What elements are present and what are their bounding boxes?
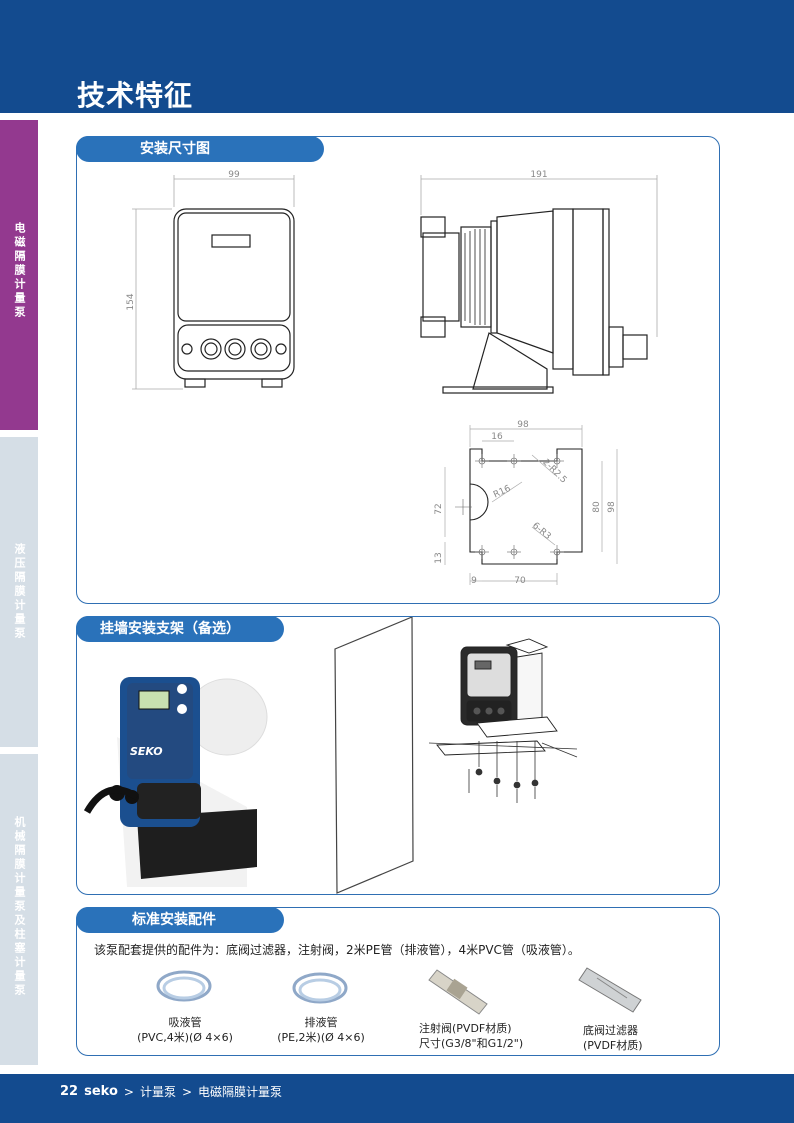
breadcrumb-pumps[interactable]: 计量泵 (139, 1085, 176, 1099)
accessory-injection-valve: 注射阀(PVDF材质) 尺寸(G3/8"和G1/2") (419, 1022, 524, 1050)
wall-bracket-illustration: SEKO (83, 617, 578, 894)
dimension-drawing: 99 154 191 9 (126, 170, 658, 586)
dim-front-height: 154 (126, 293, 136, 310)
dim-bracket-72: 72 (434, 503, 444, 514)
dim-bracket-98: 98 (517, 420, 529, 430)
breadcrumb-separator: > (123, 1084, 134, 1099)
footer-bar (0, 1074, 794, 1123)
foot-valve-filter-image (578, 967, 642, 1013)
dim-bracket-r16: R16 (492, 484, 513, 501)
accessories-panel: 标准安装配件 该泵配套提供的配件为：底阀过滤器，注射阀，2米PE管（排液管），4… (76, 907, 720, 1056)
accessories-description: 该泵配套提供的配件为：底阀过滤器，注射阀，2米PE管（排液管），4米PVC管（吸… (94, 943, 580, 957)
side-tab-electromagnetic[interactable]: 电磁隔膜计量泵 (0, 120, 38, 430)
dim-bracket-16: 16 (491, 432, 503, 442)
header-bar (0, 0, 794, 113)
page-number: 22 (60, 1084, 79, 1099)
accessory-discharge-tube: 排液管 (PE,2米)(Ø 4×6) (277, 1016, 365, 1044)
dim-bracket-13: 13 (434, 552, 444, 563)
install-dimension-panel: 安装尺寸图 (76, 136, 720, 604)
injection-valve-image (428, 969, 488, 1015)
side-tab-mechanical[interactable]: 机械隔膜计量泵及柱塞计量泵 (0, 754, 38, 1065)
wall-bracket-panel: 挂墙安装支架（备选） SEKO (76, 616, 720, 895)
side-tab-hydraulic[interactable]: 液压隔膜计量泵 (0, 437, 38, 747)
pump-photo: SEKO (83, 677, 268, 887)
suction-tube-image (156, 970, 212, 1002)
accessories-images (156, 967, 642, 1015)
dim-side-width: 191 (530, 170, 547, 180)
footer-brand: seko (84, 1084, 118, 1099)
dim-bracket-80: 80 (592, 501, 602, 513)
breadcrumb-electromagnetic[interactable]: 电磁隔膜计量泵 (198, 1085, 283, 1099)
install-dimension-title: 安装尺寸图 (76, 136, 324, 162)
dim-bracket-98v: 98 (607, 501, 617, 513)
footer-breadcrumb: 22 seko > 计量泵 > 电磁隔膜计量泵 (60, 1083, 282, 1100)
discharge-tube-image (292, 972, 348, 1004)
exploded-bracket-view (436, 638, 558, 756)
dim-bracket-6r3: 6-R3 (530, 521, 552, 542)
dim-bracket-9: 9 (471, 576, 477, 586)
breadcrumb-separator: > (181, 1084, 193, 1099)
accessory-foot-valve-filter: 底阀过滤器 (PVDF材质) (583, 1024, 643, 1052)
brand-logo-pump: SEKO (130, 745, 163, 758)
wall-bracket-title: 挂墙安装支架（备选） (76, 616, 284, 642)
accessory-suction-tube: 吸液管 (PVC,4米)(Ø 4×6) (137, 1016, 233, 1044)
wall-panel (334, 617, 414, 894)
dim-front-width: 99 (228, 170, 240, 180)
dim-bracket-70: 70 (514, 576, 526, 586)
page-title: 技术特征 (77, 79, 194, 112)
accessories-title: 标准安装配件 (76, 907, 284, 933)
